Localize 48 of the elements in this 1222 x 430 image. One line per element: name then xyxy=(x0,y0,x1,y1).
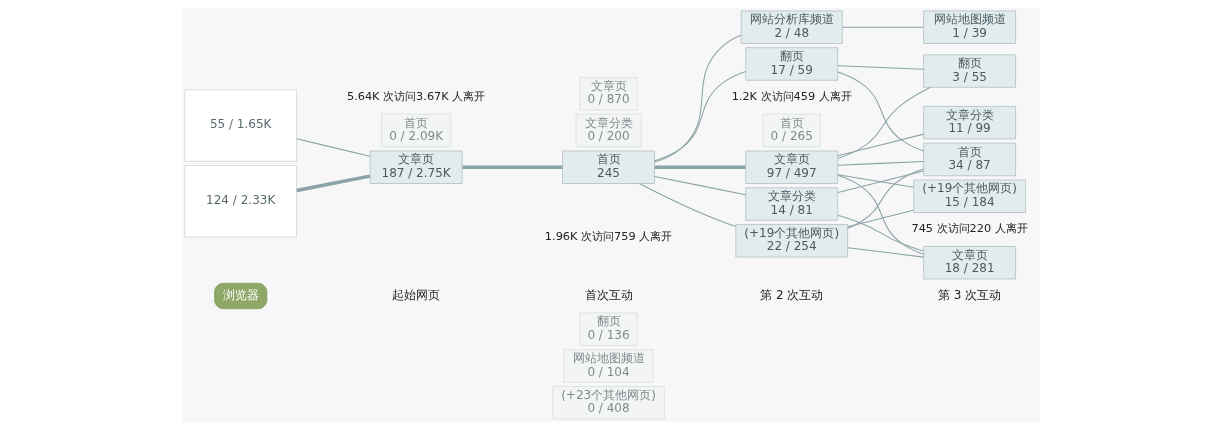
node-box: 文章页 97 / 497 xyxy=(745,150,839,184)
node-box: 首页 0 / 2.09K xyxy=(381,113,452,148)
node-box: 网站分析库频道 2 / 48 xyxy=(740,10,843,44)
label: 第 2 次互动 xyxy=(760,287,824,302)
node-box: 124 / 2.33K xyxy=(184,165,297,238)
connector xyxy=(847,168,924,229)
node-box: 文章分类 14 / 81 xyxy=(745,187,839,221)
connector xyxy=(837,214,925,252)
label: 5.64K 次访问3.67K 人离开 xyxy=(346,89,486,103)
connector xyxy=(654,71,747,162)
node-box: (+23个其他网页) 0 / 408 xyxy=(552,386,665,420)
connector xyxy=(837,174,915,188)
connector xyxy=(837,71,925,152)
connector xyxy=(837,65,925,70)
node-box: 文章页 0 / 870 xyxy=(579,77,638,111)
connector xyxy=(462,165,563,169)
connector xyxy=(842,26,925,28)
connector xyxy=(837,170,925,194)
node-box: 首页 245 xyxy=(562,150,655,184)
node-box: 55 / 1.65K xyxy=(184,89,297,162)
label: 起始网页 xyxy=(392,287,441,302)
connector xyxy=(654,175,747,196)
node-box: 网站地图频道 1 / 39 xyxy=(923,10,1016,44)
node-box: 文章分类 11 / 99 xyxy=(923,106,1016,140)
node-box: 文章页 18 / 281 xyxy=(923,246,1016,280)
node-box: 翻页 3 / 55 xyxy=(923,54,1016,88)
node-box: 首页 34 / 87 xyxy=(923,142,1016,177)
label: 浏览器 xyxy=(222,287,259,302)
node-box: 文章页 187 / 2.75K xyxy=(369,150,463,184)
connector xyxy=(638,183,737,227)
connector xyxy=(837,86,931,159)
connector xyxy=(837,133,925,157)
connector xyxy=(837,174,925,255)
label: 1.96K 次访问759 人离开 xyxy=(544,229,673,243)
connector xyxy=(654,165,746,169)
label: 745 次访问220 人离开 xyxy=(911,222,1028,236)
connector xyxy=(847,247,925,258)
node-box: (+19个其他网页) 22 / 254 xyxy=(735,224,848,258)
node-box: 翻页 17 / 59 xyxy=(745,47,839,81)
connector xyxy=(847,209,914,228)
node-box: (+19个其他网页) 15 / 184 xyxy=(913,179,1026,213)
label: 首次互动 xyxy=(584,287,633,302)
connector xyxy=(296,174,371,193)
node-box: 翻页 0 / 136 xyxy=(579,312,638,346)
connector xyxy=(296,138,371,157)
label: 1.2K 次访问459 人离开 xyxy=(731,89,852,103)
connector xyxy=(654,34,742,163)
connector xyxy=(837,160,925,166)
